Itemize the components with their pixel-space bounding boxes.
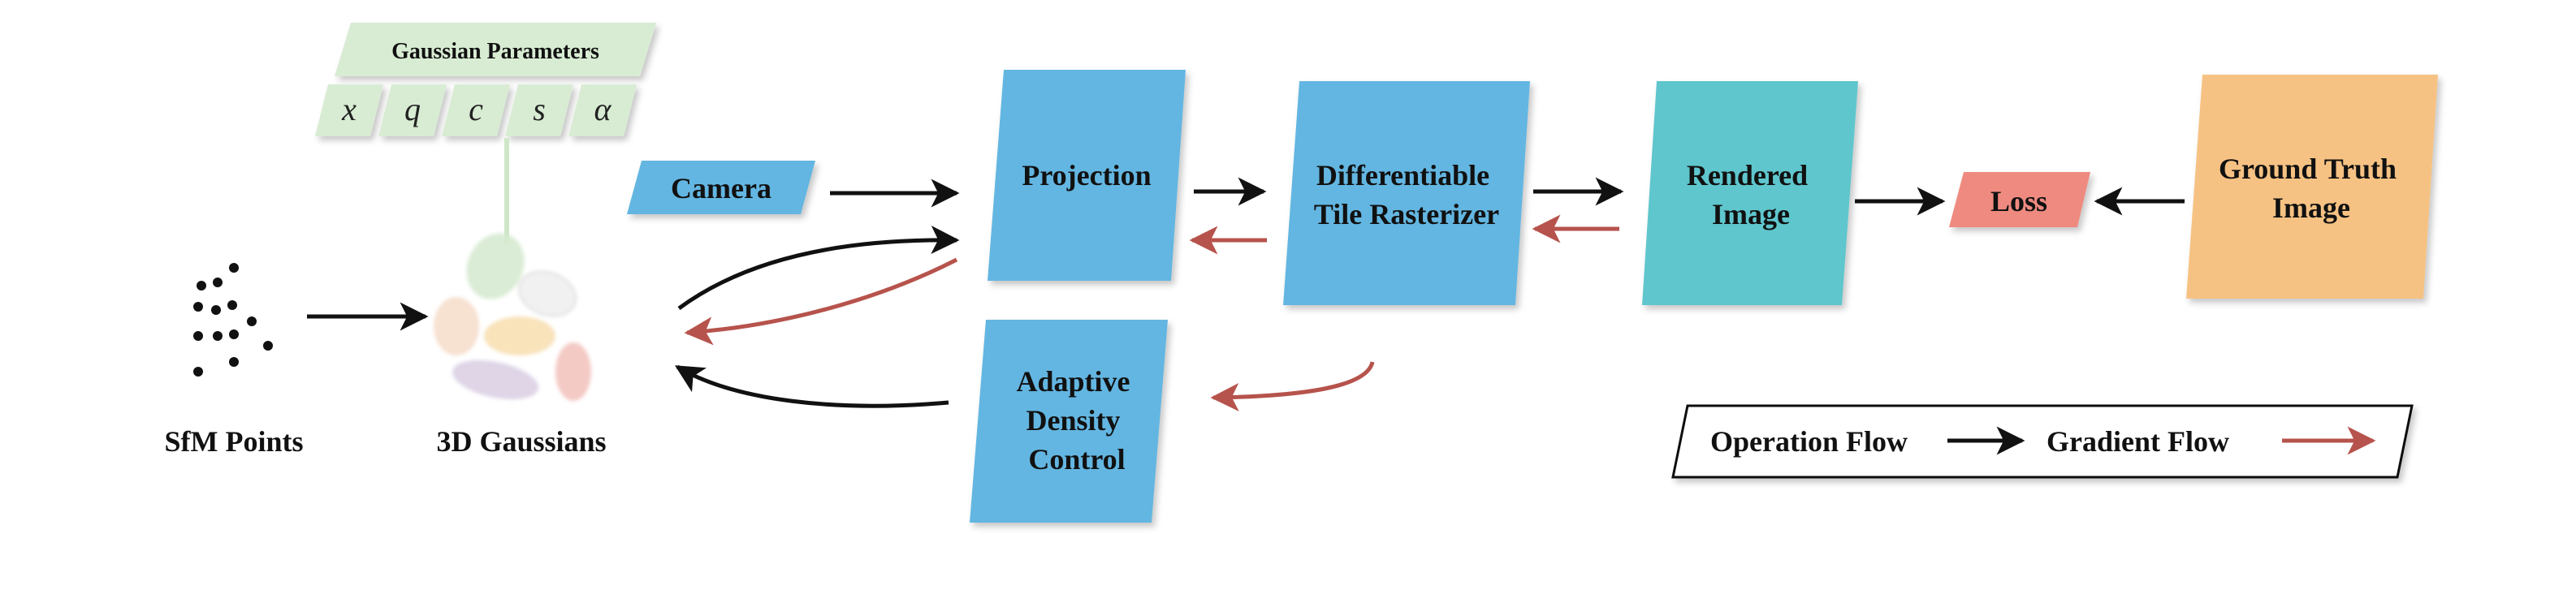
gradient-arrow-projection-to-gaussians: [684, 257, 958, 346]
adc-line-1: Adaptive: [1016, 365, 1130, 398]
arrow-adc-to-gaussians: [674, 364, 949, 408]
legend: Operation Flow Gradient Flow: [1671, 404, 2414, 479]
param-symbol-c: c: [469, 91, 483, 127]
param-cell-alpha: α: [568, 84, 637, 136]
loss-box: [1949, 172, 2090, 227]
gaussians-label: 3D Gaussians: [436, 425, 606, 458]
param-cell-s: s: [505, 84, 573, 136]
legend-gradient-label: Gradient Flow: [2047, 425, 2229, 458]
adc-line-2: Density: [1027, 404, 1121, 437]
param-symbol-x: x: [341, 91, 357, 127]
rasterizer-box: [1283, 81, 1530, 305]
param-symbol-q: q: [404, 91, 421, 127]
operation-flow-arrows: [307, 177, 2185, 408]
param-symbol-s: s: [533, 91, 546, 127]
gaussian-ellipsoids: [434, 233, 591, 401]
projection-box: [988, 70, 1186, 281]
rendered-line-1: Rendered: [1687, 159, 1808, 192]
ground-truth-line-1: Ground Truth: [2219, 153, 2397, 185]
adc-line-3: Control: [1028, 443, 1125, 476]
sfm-points-cloud: [193, 263, 273, 377]
projection-label: Projection: [1022, 159, 1151, 192]
param-cell-q: q: [378, 84, 447, 136]
gradient-flow-arrows: [684, 214, 1619, 411]
adaptive-density-control-label: Adaptive Density Control: [1016, 365, 1137, 476]
legend-operation-label: Operation Flow: [1710, 425, 1908, 458]
gradient-arrow-rasterizer-to-adc: [1210, 361, 1375, 411]
ground-truth-label: Ground Truth Image: [2219, 153, 2404, 224]
gaussian-parameters-title-box: [335, 23, 656, 76]
legend-box: [1671, 404, 2414, 479]
camera-box: [627, 161, 815, 214]
gaussian-parameters-panel: Gaussian Parameters x q c s α: [315, 23, 656, 243]
param-cell-c: c: [442, 84, 510, 136]
ground-truth-box: [2186, 75, 2438, 299]
sfm-points-label: SfM Points: [165, 425, 304, 458]
rasterizer-line-1: Differentiable: [1316, 159, 1489, 192]
arrow-gaussians-to-projection: [677, 226, 960, 311]
rendered-line-2: Image: [1712, 198, 1790, 230]
adaptive-density-control-box: [970, 320, 1168, 523]
rasterizer-line-2: Tile Rasterizer: [1314, 198, 1499, 230]
ground-truth-line-2: Image: [2272, 192, 2350, 224]
param-symbol-alpha: α: [594, 91, 612, 127]
camera-label: Camera: [671, 172, 772, 204]
loss-label: Loss: [1990, 185, 2047, 217]
gaussian-parameters-title: Gaussian Parameters: [391, 39, 599, 64]
rendered-image-box: [1642, 81, 1858, 305]
param-cell-x: x: [315, 84, 383, 136]
rendered-image-label: Rendered Image: [1687, 159, 1815, 230]
rasterizer-label: Differentiable Tile Rasterizer: [1314, 159, 1499, 230]
